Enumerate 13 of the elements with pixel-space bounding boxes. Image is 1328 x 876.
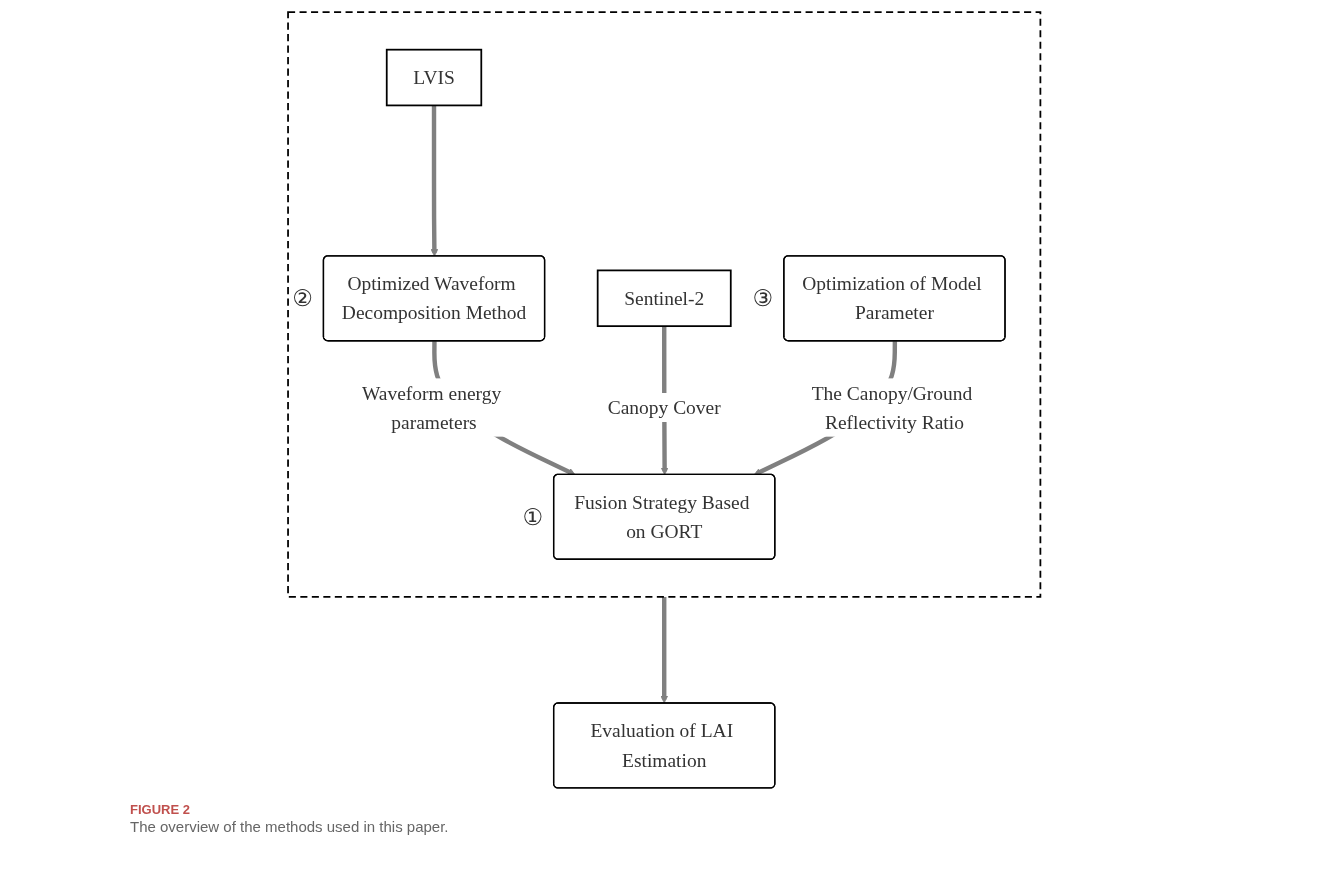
step-number: ③ <box>752 285 773 312</box>
step-number: ① <box>522 503 543 530</box>
figure-label: FIGURE 2 <box>130 802 190 817</box>
edge-label: Canopy Cover <box>607 396 721 419</box>
arrow <box>430 105 439 257</box>
figure-caption: The overview of the methods used in this paper. <box>130 818 449 835</box>
step-number: ② <box>291 285 313 312</box>
edge-label: The Canopy/Ground Reflectivity Ratio <box>811 381 973 434</box>
node-box: LVIS <box>385 48 482 107</box>
node-box: Sentinel-2 <box>596 269 732 327</box>
cluster <box>286 11 1042 598</box>
edge-label: Waveform energy parameters <box>361 381 501 434</box>
arrow <box>660 596 668 704</box>
